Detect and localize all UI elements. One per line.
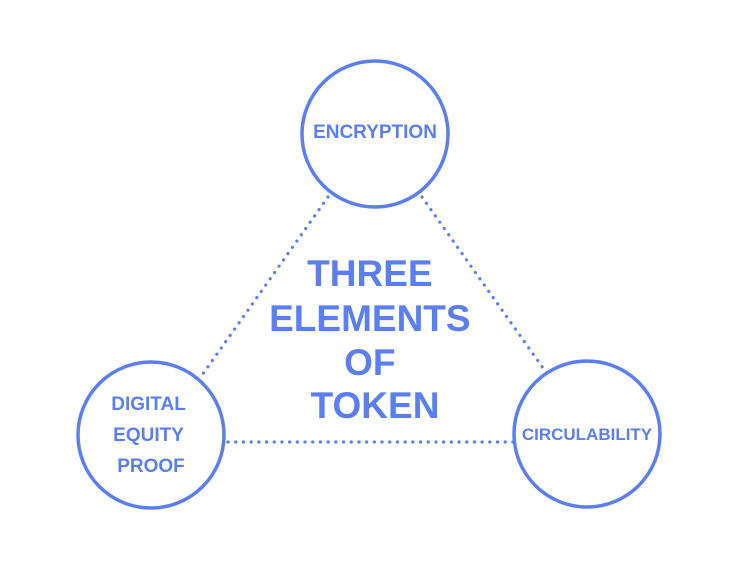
node-circulability-line: CIRCULABILITY: [522, 425, 653, 444]
node-encryption-circle: [300, 59, 450, 209]
node-circulability: CIRCULABILITY: [512, 359, 662, 509]
node-encryption-line: ENCRYPTION: [313, 122, 437, 143]
node-digital-equity-proof-label: DIGITAL EQUITY PROOF: [111, 394, 191, 477]
diagram-title-line-1: THREE: [307, 253, 432, 294]
node-encryption: ENCRYPTION: [300, 59, 450, 209]
node-circulability-label: CIRCULABILITY: [522, 425, 653, 444]
node-digital-equity-proof: DIGITAL EQUITY PROOF: [76, 360, 226, 510]
diagram-title-line-3: OF: [344, 342, 395, 383]
diagram-title: THREE ELEMENTS OF TOKEN: [269, 253, 481, 426]
diagram-title-line-4: TOKEN: [311, 385, 440, 426]
node-digital-equity-proof-line-2: EQUITY: [113, 425, 184, 446]
node-circulability-circle: [512, 359, 662, 509]
node-digital-equity-proof-line-3: PROOF: [117, 456, 185, 477]
node-encryption-label: ENCRYPTION: [313, 122, 437, 143]
connector-top-left: [198, 195, 330, 380]
connector-top-right: [420, 195, 550, 377]
node-digital-equity-proof-line-1: DIGITAL: [111, 394, 186, 415]
node-digital-equity-proof-circle: [76, 360, 226, 510]
diagram-title-line-2: ELEMENTS: [269, 298, 470, 339]
